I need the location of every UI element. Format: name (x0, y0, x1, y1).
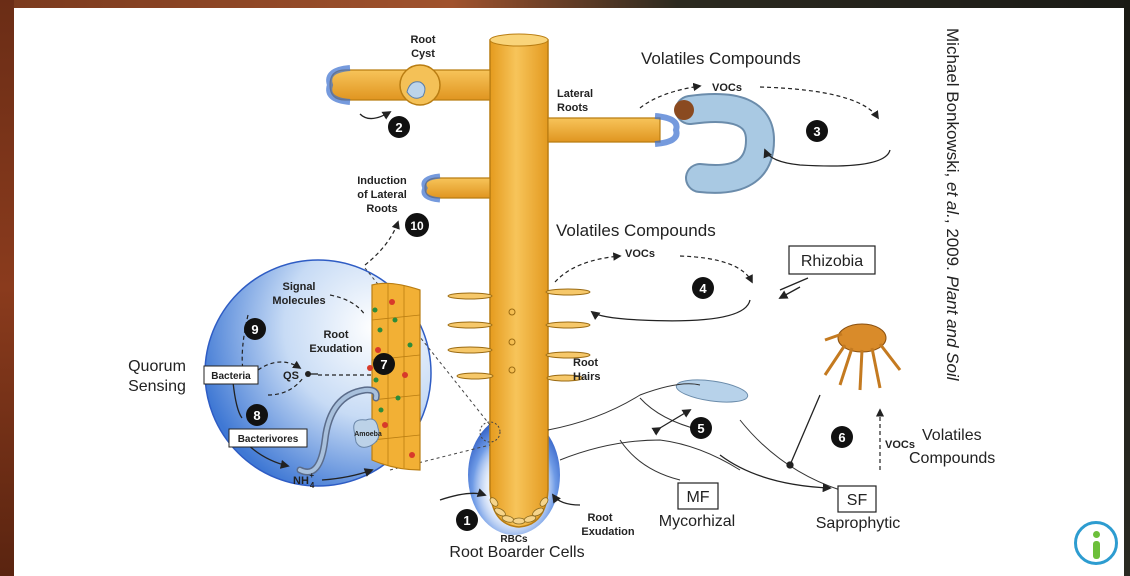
hyphae (548, 384, 840, 490)
left-border (0, 0, 14, 576)
label-qs: QS (283, 370, 299, 382)
label-sf: SF (847, 492, 868, 509)
label-lateral-roots-2: Roots (557, 102, 588, 114)
badge-3: 3 (813, 124, 820, 139)
citation-journal: Plant and Soil (943, 276, 962, 381)
label-volatiles-top: Volatiles Compounds (641, 49, 801, 68)
citation-etal: et al. (943, 182, 962, 219)
label-vocs-top: VOCs (712, 82, 742, 94)
badge-9: 9 (251, 322, 258, 337)
label-root-hairs-2: Hairs (573, 371, 601, 383)
label-root-cyst-2: Cyst (411, 48, 435, 60)
label-vocs-right: VOCs (885, 439, 915, 451)
lateral-root-right (548, 118, 660, 142)
label-amoeba: Amoeba (354, 431, 382, 438)
label-root-hairs-1: Root (573, 357, 598, 369)
citation-text: Michael Bonkowski, et al., 2009. Plant a… (942, 28, 962, 381)
label-bacteria: Bacteria (211, 371, 251, 382)
label-quorum-1: Quorum (128, 358, 186, 375)
label-root-border-cells: Root Boarder Cells (449, 544, 584, 561)
label-exudation-zoom-1: Root (323, 329, 348, 341)
citation-year: , 2009. (943, 219, 962, 276)
label-signal-1: Signal (282, 281, 315, 293)
label-induction-1: Induction (357, 175, 407, 187)
lateral-root-induction (425, 178, 490, 198)
label-root-cyst-1: Root (410, 34, 435, 46)
badge-6: 6 (838, 430, 845, 445)
badge-2: 2 (395, 120, 402, 135)
citation-authors: Michael Bonkowski, (943, 28, 962, 182)
badge-5: 5 (697, 421, 704, 436)
label-quorum-2: Sensing (128, 378, 186, 395)
label-induction-2: of Lateral (357, 189, 407, 201)
label-mycorhizal: Mycorhizal (659, 513, 735, 530)
right-border (1124, 0, 1130, 576)
springtail (675, 376, 749, 406)
mite (825, 324, 900, 390)
main-root-top (490, 34, 548, 46)
badge-4: 4 (699, 281, 707, 296)
badge-8: 8 (253, 408, 260, 423)
citation: Michael Bonkowski, et al., 2009. Plant a… (932, 28, 972, 378)
label-signal-2: Molecules (272, 295, 325, 307)
label-volatiles-right-2: Compounds (909, 450, 995, 467)
label-rhizobia: Rhizobia (801, 253, 863, 270)
label-vocs-mid: VOCs (625, 248, 655, 260)
badge-7: 7 (380, 357, 387, 372)
main-root (490, 40, 548, 527)
label-saprophytic: Saprophytic (816, 515, 901, 532)
info-icon[interactable] (1074, 521, 1118, 565)
label-lateral-roots-1: Lateral (557, 88, 593, 100)
label-induction-3: Roots (366, 203, 397, 215)
badge-1: 1 (463, 513, 470, 528)
label-mf: MF (686, 489, 709, 506)
label-volatiles-right-1: Volatiles (922, 427, 982, 444)
top-border (0, 0, 1130, 8)
grub-larva (674, 100, 760, 179)
label-volatiles-mid: Volatiles Compounds (556, 221, 716, 240)
label-bacterivores: Bacterivores (238, 434, 299, 445)
label-exudation-bottom-1: Root (587, 512, 612, 524)
label-exudation-bottom-2: Exudation (581, 526, 634, 538)
badge-10: 10 (410, 219, 424, 233)
label-exudation-zoom-2: Exudation (309, 343, 362, 355)
